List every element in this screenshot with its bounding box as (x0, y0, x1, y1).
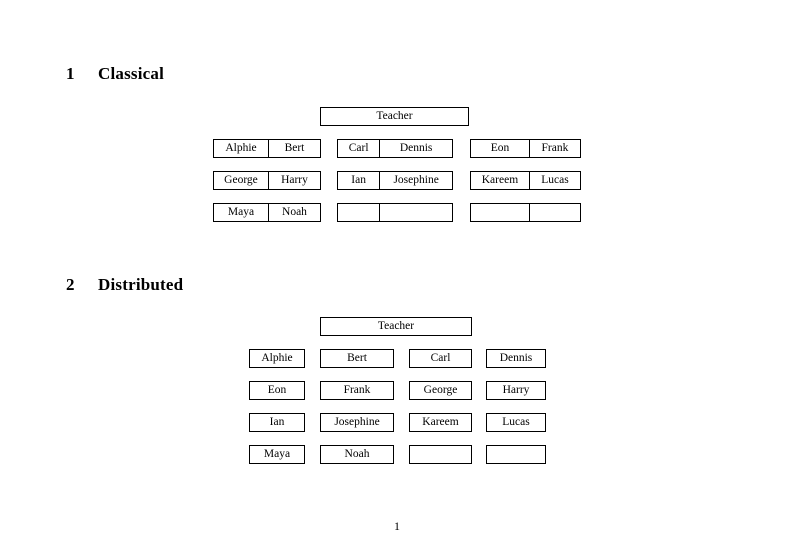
name-cell: Carl (348, 141, 369, 154)
section-title: Classical (98, 64, 165, 83)
name-box: Alphie (249, 349, 305, 368)
name-box: Harry (486, 381, 546, 400)
name-box: Noah (320, 445, 394, 464)
name-cell: Frank (528, 140, 580, 157)
name-box: Carl (409, 349, 472, 368)
table-row: Carl Dennis (337, 139, 453, 158)
table-row: Eon Frank (470, 139, 581, 158)
table-row: Maya Noah (213, 203, 321, 222)
name-cell: Alphie (225, 141, 257, 154)
name-cell: Kareem (481, 173, 519, 186)
name-cell: Harry (267, 172, 320, 189)
name-box: Ian (249, 413, 305, 432)
classical-teacher-box: Teacher (320, 107, 469, 126)
name-cell-empty (379, 204, 452, 221)
name-cell-empty (338, 204, 379, 221)
name-box: Dennis (486, 349, 546, 368)
name-cell: George (224, 173, 258, 186)
name-box: Bert (320, 349, 394, 368)
name-box: Frank (320, 381, 394, 400)
name-box: Eon (249, 381, 305, 400)
name-cell: Josephine (379, 172, 452, 189)
section-heading-distributed: 2 Distributed (66, 275, 183, 295)
name-box: Josephine (320, 413, 394, 432)
name-box-empty (486, 445, 546, 464)
name-cell: Noah (267, 204, 320, 221)
name-box: Lucas (486, 413, 546, 432)
name-cell-empty (528, 204, 580, 221)
name-cell: Dennis (379, 140, 452, 157)
name-box: George (409, 381, 472, 400)
table-row: George Harry (213, 171, 321, 190)
table-row (337, 203, 453, 222)
name-box: Kareem (409, 413, 472, 432)
section-heading-classical: 1 Classical (66, 64, 164, 84)
page-number: 1 (394, 519, 400, 533)
table-row: Ian Josephine (337, 171, 453, 190)
name-cell: Lucas (528, 172, 580, 189)
name-cell: Eon (490, 141, 510, 154)
name-cell: Maya (227, 205, 255, 218)
table-row: Kareem Lucas (470, 171, 581, 190)
name-cell: Bert (267, 140, 320, 157)
section-title: Distributed (98, 275, 184, 294)
section-number: 2 (66, 275, 75, 294)
section-number: 1 (66, 64, 75, 83)
classical-teacher-label: Teacher (376, 109, 413, 122)
distributed-teacher-box: Teacher (320, 317, 472, 336)
table-row: Alphie Bert (213, 139, 321, 158)
name-cell: Ian (351, 173, 366, 186)
name-box-empty (409, 445, 472, 464)
table-row (470, 203, 581, 222)
name-cell-empty (471, 204, 529, 221)
name-box: Maya (249, 445, 305, 464)
